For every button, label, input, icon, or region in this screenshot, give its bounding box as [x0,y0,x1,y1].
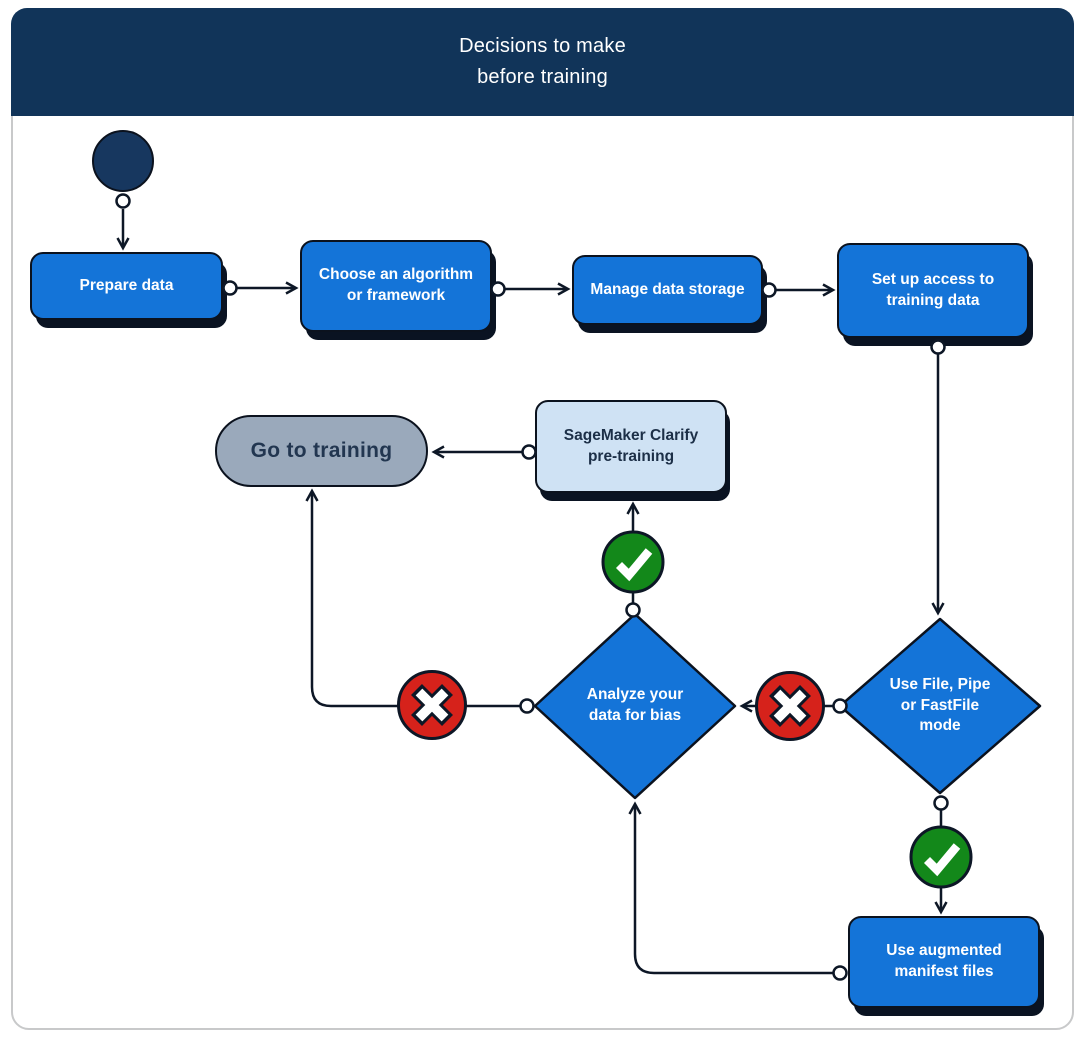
diamond-shape [533,612,737,800]
diagram-canvas [11,8,1074,1030]
diagram-title: Decisions to make before training [459,35,626,88]
node-file-mode-label: Use File, Pipe or FastFile mode [889,675,991,735]
node-augmented-manifest: Use augmented manifest files [848,916,1040,1008]
node-choose-algorithm: Choose an algorithm or framework [300,240,492,332]
node-choose-algorithm-label: Choose an algorithm or framework [318,266,474,304]
node-manage-storage: Manage data storage [572,255,763,325]
node-start [92,130,154,192]
node-clarify-pretraining: SageMaker Clarify pre-training [535,400,727,493]
node-setup-access: Set up access to training data [837,243,1029,338]
node-go-to-training: Go to training [215,415,428,487]
diagram-header: Decisions to make before training [11,8,1074,116]
node-manage-storage-label: Manage data storage [590,280,745,298]
node-prepare-data: Prepare data [30,252,223,320]
node-prepare-data-label: Prepare data [79,276,174,294]
node-augmented-manifest-label: Use augmented manifest files [886,942,1002,980]
node-go-to-training-label: Go to training [250,438,393,462]
node-analyze-bias-label: Analyze your data for bias [586,686,684,724]
node-clarify-pretraining-label: SageMaker Clarify pre-training [563,426,699,465]
node-analyze-bias: Analyze your data for bias [533,612,737,800]
node-setup-access-label: Set up access to training data [871,270,995,309]
diamond-shape [838,617,1042,795]
node-file-mode: Use File, Pipe or FastFile mode [838,617,1042,795]
